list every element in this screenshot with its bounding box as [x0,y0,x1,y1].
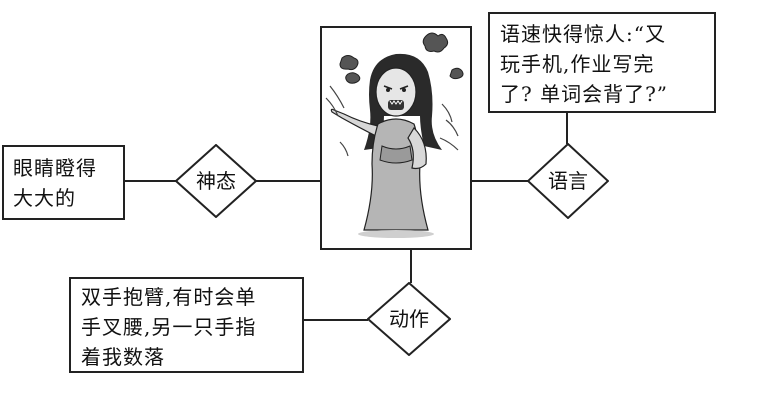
dongzuo-diamond-shape [367,282,451,356]
center-illustration-frame [320,26,472,250]
dongzuo-label: 动作 [389,307,429,331]
dongzuo-description-box: 双手抱臂,有时会单 手叉腰,另一只手指 着我数落 [69,277,304,373]
shentai-diamond: 神态 [175,144,257,218]
yuyan-description-box: 语速快得惊人:“又 玩手机,作业写完 了? 单词会背了?” [488,12,716,113]
yuyan-diamond-shape [527,143,609,219]
yuyan-diamond: 语言 [527,143,609,219]
shentai-label: 神态 [196,169,236,193]
yuyan-description-text: 语速快得惊人:“又 玩手机,作业写完 了? 单词会背了?” [500,22,669,106]
yuyan-label: 语言 [548,169,588,193]
dongzuo-diamond: 动作 [367,282,451,356]
shentai-description-box: 眼睛瞪得 大大的 [2,145,125,220]
angry-mother-pointing-illustration [325,32,464,238]
dongzuo-description-text: 双手抱臂,有时会单 手叉腰,另一只手指 着我数落 [81,285,257,369]
shentai-description-text: 眼睛瞪得 大大的 [13,156,97,210]
shentai-diamond-shape [175,144,257,218]
